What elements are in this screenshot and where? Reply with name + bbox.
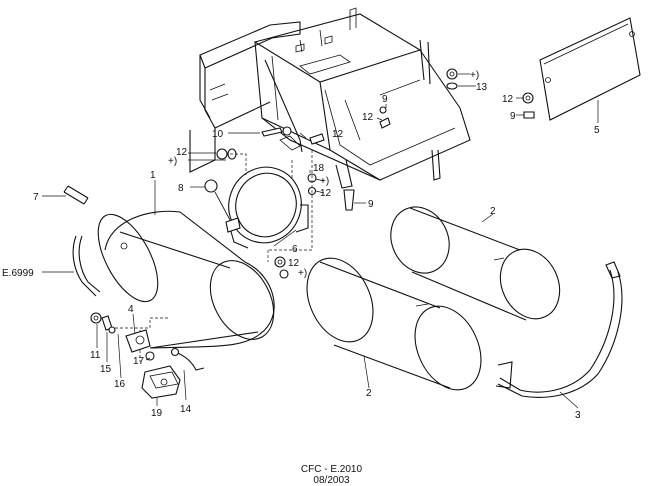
mounting-clamp <box>204 166 309 249</box>
label-12f: 12 <box>502 94 514 105</box>
label-1: 1 <box>150 170 156 181</box>
label-plus1: +) <box>168 156 177 167</box>
label-17: 17 <box>133 356 145 367</box>
label-4: 4 <box>128 304 134 315</box>
label-12b: 12 <box>332 129 344 140</box>
battery-tray <box>253 7 471 189</box>
hardware-top <box>261 68 535 211</box>
label-plus2: +) <box>320 176 329 187</box>
drain-hose <box>63 185 101 297</box>
air-tank-2b <box>390 206 561 321</box>
label-12d: 12 <box>288 258 300 269</box>
label-3: 3 <box>575 410 581 421</box>
air-tank-1 <box>97 210 275 349</box>
battery-lid <box>539 17 641 121</box>
label-12e: 12 <box>362 112 374 123</box>
label-14: 14 <box>180 404 192 415</box>
label-2a: 2 <box>490 206 496 217</box>
label-16: 16 <box>114 379 126 390</box>
label-2b: 2 <box>366 388 372 399</box>
label-9c: 9 <box>510 111 516 122</box>
label-11: 11 <box>90 350 101 361</box>
label-19: 19 <box>151 408 163 419</box>
label-7: 7 <box>33 192 39 203</box>
label-13: 13 <box>476 82 488 93</box>
label-e6999: E.6999 <box>2 268 34 279</box>
label-5: 5 <box>594 125 600 136</box>
label-12c: 12 <box>320 188 332 199</box>
label-10: 10 <box>212 129 224 140</box>
footer-code: CFC - E.2010 <box>300 464 363 475</box>
label-6: 6 <box>292 244 298 255</box>
air-tank-2a <box>306 257 482 391</box>
callout-labels: 1 7 E.6999 8 10 12 +) 12 18 +) 12 9 6 12… <box>2 70 600 421</box>
hardware-mid <box>216 148 317 279</box>
footer-date: 08/2003 <box>313 475 350 486</box>
label-8: 8 <box>178 183 184 194</box>
leader-lines <box>42 73 599 409</box>
label-plus4: +) <box>470 70 479 81</box>
label-9b: 9 <box>382 94 388 105</box>
label-12a: 12 <box>176 147 188 158</box>
label-15: 15 <box>100 364 112 375</box>
tank-strap <box>495 261 623 398</box>
label-9a: 9 <box>368 199 374 210</box>
valve-assembly <box>90 312 205 399</box>
label-plus3: +) <box>298 268 307 279</box>
label-18: 18 <box>313 163 325 174</box>
frame-rail <box>189 21 301 173</box>
